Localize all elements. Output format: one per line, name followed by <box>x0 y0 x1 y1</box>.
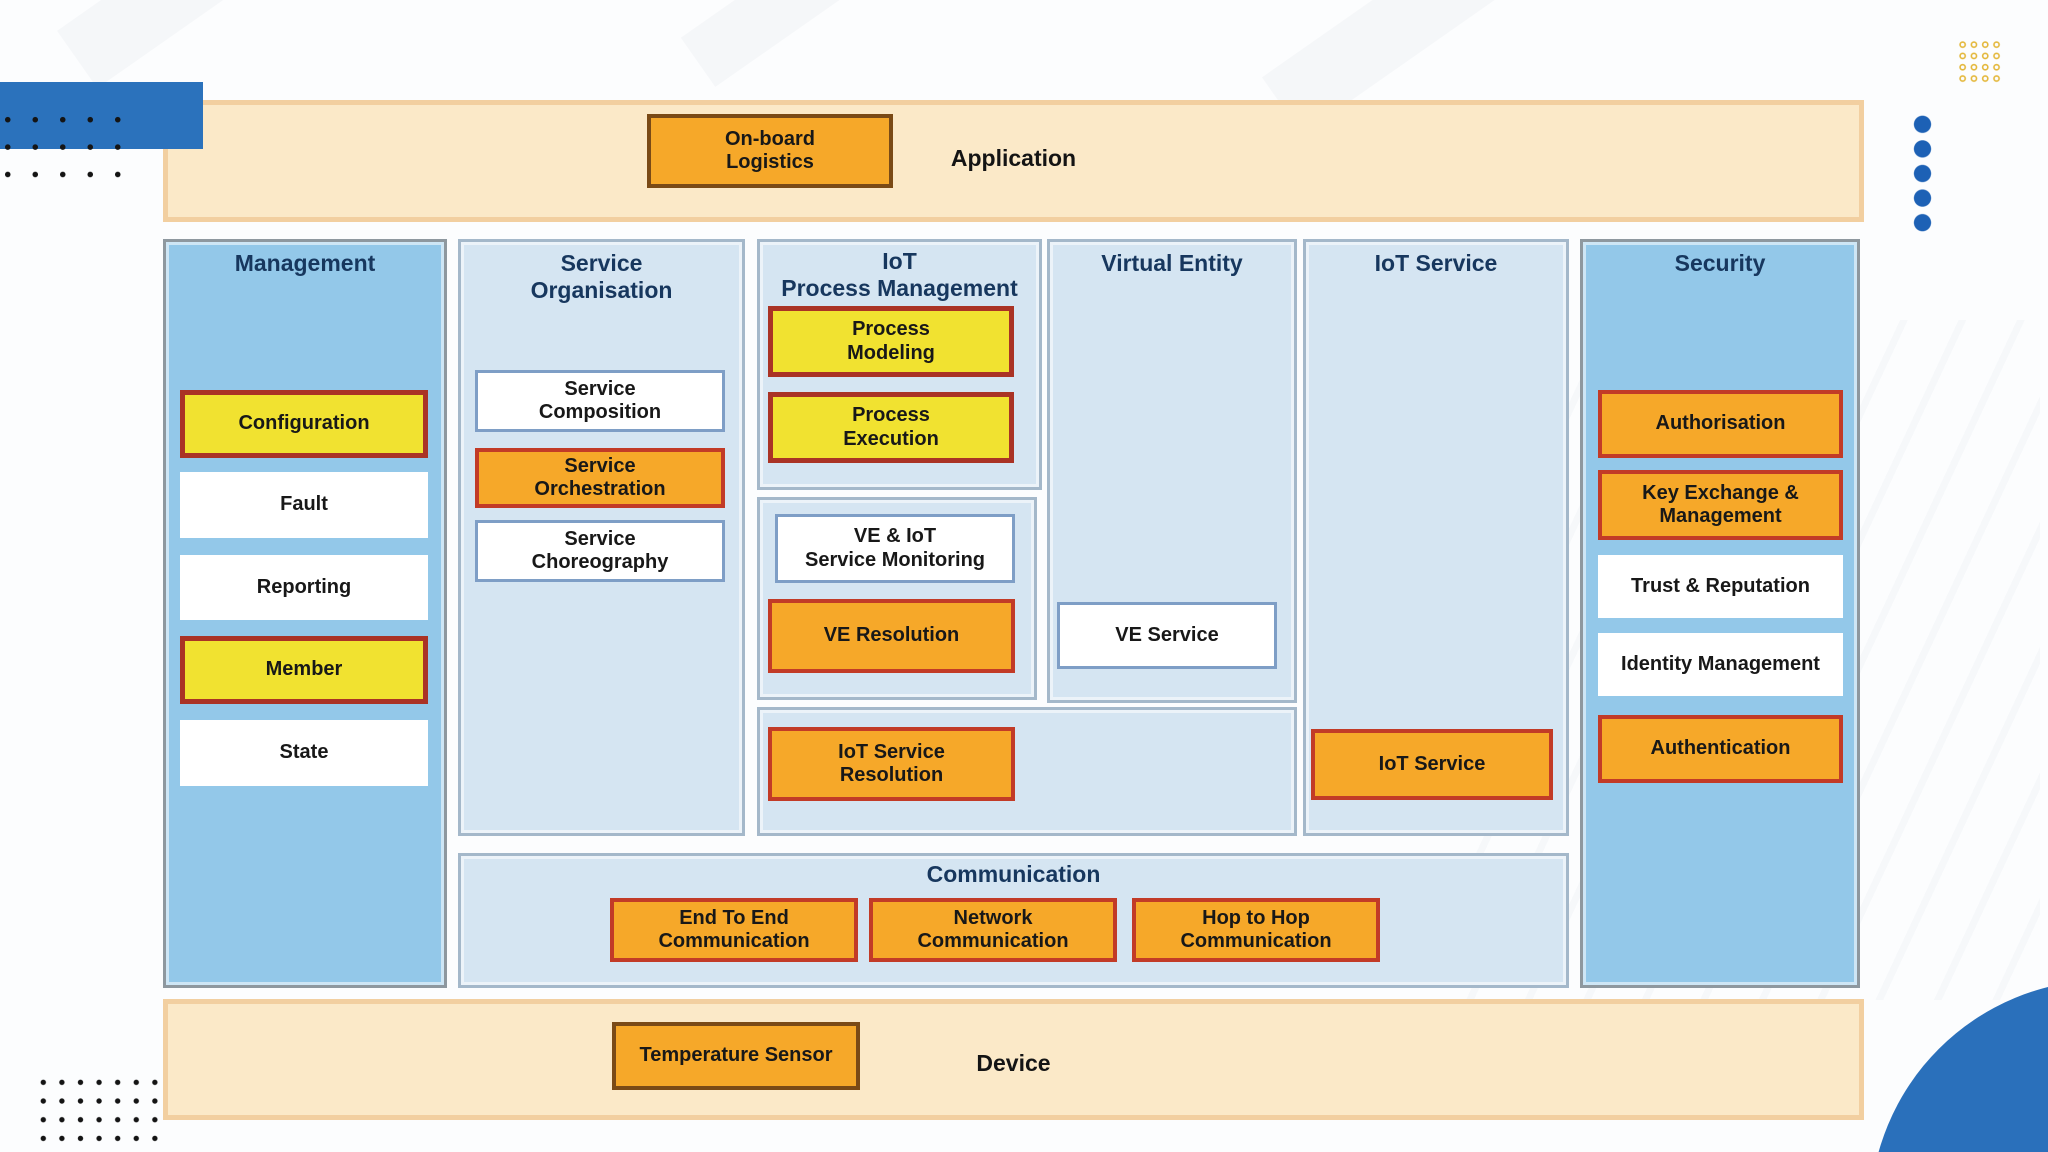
virtual-entity-header: Virtual Entity <box>1101 250 1243 276</box>
process-execution-box: Process Execution <box>768 392 1014 463</box>
ve-service-box: VE Service <box>1057 602 1277 669</box>
management-group: Management Configuration Fault Reporting… <box>163 239 447 988</box>
service-composition-box: Service Composition <box>475 370 725 432</box>
background-shape <box>680 0 880 87</box>
security-group: Security Authorisation Key Exchange & Ma… <box>1580 239 1860 988</box>
authentication-box: Authentication <box>1598 715 1843 783</box>
iot-service-resolution-box: IoT Service Resolution <box>768 727 1015 801</box>
fault-box: Fault <box>180 472 428 538</box>
virtual-entity-group: Virtual Entity VE Service <box>1047 239 1297 703</box>
security-header: Security <box>1674 250 1766 276</box>
iot-process-management-header: IoT Process Management <box>781 248 1018 302</box>
decor-blue-dot-column <box>1911 112 1934 235</box>
network-communication-box: Network Communication <box>869 898 1117 962</box>
onboard-logistics-box: On-board Logistics <box>647 114 893 188</box>
member-box: Member <box>180 636 428 704</box>
service-organisation-header: Service Organisation <box>530 250 673 304</box>
decor-dot-grid-top-left <box>0 106 130 188</box>
communication-group: Communication End To End Communication N… <box>458 853 1569 988</box>
decor-ring-grid-top-right <box>1957 39 2004 86</box>
configuration-box: Configuration <box>180 390 428 458</box>
decor-blue-quarter-circle <box>1870 980 2048 1152</box>
background-shape <box>57 0 253 89</box>
device-band: Temperature Sensor Device <box>163 999 1864 1120</box>
iot-service-header: IoT Service <box>1374 250 1498 276</box>
key-exchange-management-box: Key Exchange & Management <box>1598 470 1843 540</box>
end-to-end-communication-box: End To End Communication <box>610 898 858 962</box>
authorisation-box: Authorisation <box>1598 390 1843 458</box>
state-box: State <box>180 720 428 786</box>
identity-management-box: Identity Management <box>1598 633 1843 696</box>
ve-iot-service-monitoring-box: VE & IoT Service Monitoring <box>775 514 1015 583</box>
hop-to-hop-communication-box: Hop to Hop Communication <box>1132 898 1380 962</box>
service-choreography-box: Service Choreography <box>475 520 725 582</box>
management-header: Management <box>234 250 376 276</box>
reporting-box: Reporting <box>180 555 428 620</box>
service-orchestration-box: Service Orchestration <box>475 448 725 508</box>
decor-dot-grid-bottom-left <box>34 1073 164 1149</box>
ve-resolution-box: VE Resolution <box>768 599 1015 673</box>
iot-process-management-group: IoT Process Management Process Modeling … <box>757 239 1042 490</box>
iot-service-group: IoT Service IoT Service <box>1303 239 1569 836</box>
application-label: Application <box>950 145 1077 171</box>
iot-service-box: IoT Service <box>1311 729 1553 800</box>
trust-reputation-box: Trust & Reputation <box>1598 555 1843 618</box>
application-band: On-board Logistics Application <box>163 100 1864 222</box>
communication-header: Communication <box>926 861 1101 887</box>
ve-functions-panel: VE & IoT Service Monitoring VE Resolutio… <box>757 497 1037 700</box>
device-label: Device <box>976 1050 1051 1076</box>
temperature-sensor-box: Temperature Sensor <box>612 1022 860 1090</box>
iot-service-resolution-panel: IoT Service Resolution <box>757 707 1297 836</box>
service-organisation-group: Service Organisation Service Composition… <box>458 239 745 836</box>
process-modeling-box: Process Modeling <box>768 306 1014 377</box>
